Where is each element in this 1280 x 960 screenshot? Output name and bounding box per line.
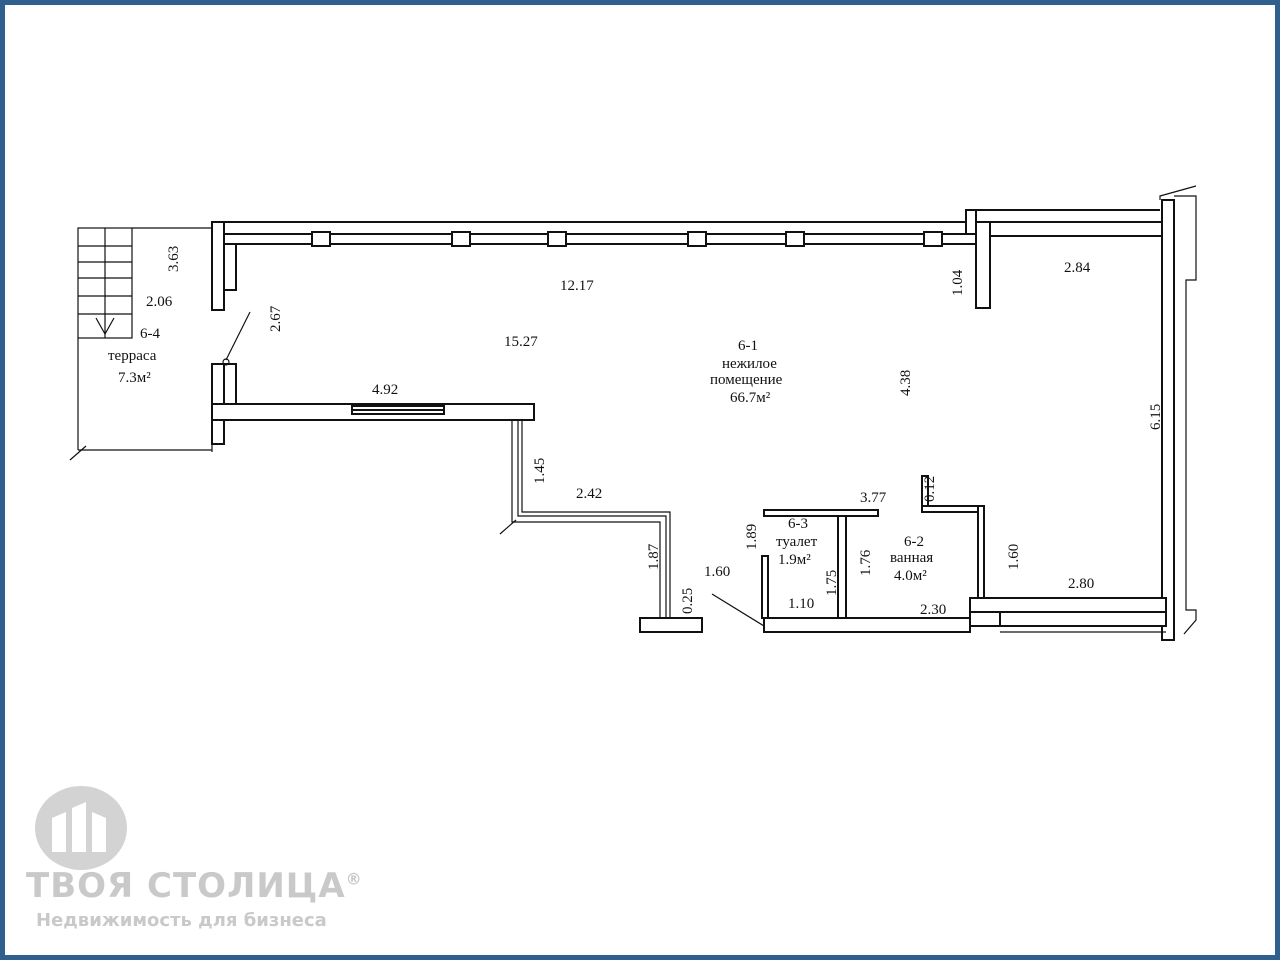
dim-1-75: 1.75 — [824, 570, 840, 596]
dim-1-10: 1.10 — [788, 596, 814, 612]
watermark-logo-icon — [35, 786, 127, 870]
dim-0-12: 0.12 — [922, 476, 938, 502]
watermark-brand: ТВОЯ СТОЛИЦА® — [26, 866, 363, 906]
top-wall — [211, 221, 977, 247]
bathroom-code: 6-2 — [904, 534, 924, 550]
bathroom-name: ванная — [890, 550, 933, 566]
right-upper-wall — [965, 185, 1197, 641]
dim-1-60-b: 1.60 — [1006, 544, 1022, 570]
dim-1-87: 1.87 — [646, 543, 662, 570]
dim-2-42: 2.42 — [576, 486, 602, 502]
main-room-code: 6-1 — [738, 338, 758, 354]
terrace-stairs — [69, 227, 212, 461]
dim-1-89: 1.89 — [744, 524, 760, 550]
toilet-code: 6-3 — [788, 516, 808, 532]
watermark-tagline: Недвижимость для бизнеса — [36, 910, 327, 931]
dim-4-38: 4.38 — [898, 370, 914, 396]
dim-3-63: 3.63 — [166, 246, 182, 272]
main-room-area: 66.7м² — [730, 390, 771, 406]
dim-2-06: 2.06 — [146, 294, 173, 310]
dim-6-15: 6.15 — [1148, 404, 1164, 430]
dim-1-76: 1.76 — [858, 549, 874, 576]
watermark-brand-text: ТВОЯ СТОЛИЦА — [26, 866, 346, 906]
dim-3-77: 3.77 — [860, 490, 887, 506]
stepped-wall — [499, 420, 703, 633]
main-room-name-2: помещение — [710, 372, 783, 388]
bathroom-area: 4.0м² — [894, 568, 927, 584]
dim-2-30: 2.30 — [920, 602, 946, 618]
dim-15-27: 15.27 — [504, 334, 538, 350]
dim-1-60-a: 1.60 — [704, 564, 730, 580]
dim-4-92: 4.92 — [372, 382, 398, 398]
wet-rooms — [711, 475, 985, 633]
toilet-area: 1.9м² — [778, 552, 811, 568]
bottom-right-wall — [969, 597, 1167, 633]
terrace-area: 7.3м² — [118, 370, 151, 386]
main-room-name-1: нежилое — [722, 356, 777, 372]
dim-2-84: 2.84 — [1064, 260, 1091, 276]
dim-0-25: 0.25 — [680, 588, 696, 614]
middle-wall — [211, 403, 535, 421]
terrace-code: 6-4 — [140, 326, 160, 342]
dim-1-45: 1.45 — [532, 458, 548, 484]
dim-2-67: 2.67 — [268, 305, 284, 332]
dim-2-80: 2.80 — [1068, 576, 1094, 592]
dim-12-17: 12.17 — [560, 278, 594, 294]
dim-1-04: 1.04 — [950, 269, 966, 296]
toilet-name: туалет — [776, 534, 818, 550]
terrace-name: терраса — [108, 348, 157, 364]
registered-mark: ® — [345, 869, 363, 889]
